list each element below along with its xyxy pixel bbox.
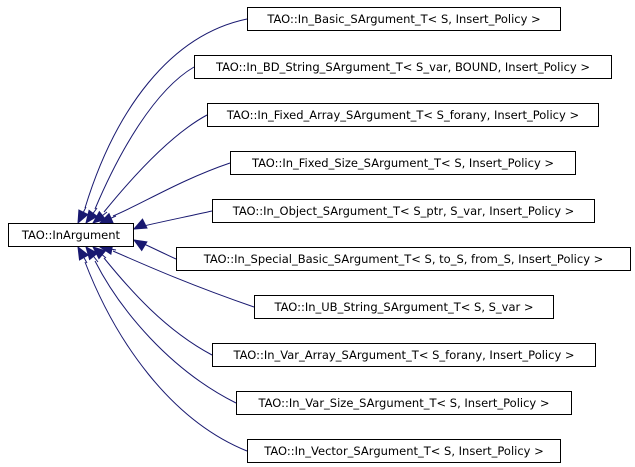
inheritance-edge: [94, 66, 195, 210]
derived-class-node[interactable]: TAO::In_Fixed_Array_SArgument_T< S_foran…: [207, 103, 599, 127]
derived-class-node[interactable]: TAO::In_Vector_SArgument_T< S, Insert_Po…: [247, 439, 561, 463]
inheritance-edge-tail: [83, 257, 88, 264]
inheritance-edge: [84, 261, 248, 452]
derived-class-node[interactable]: TAO::In_BD_String_SArgument_T< S_var, BO…: [194, 55, 612, 79]
inheritance-edge-tail: [102, 211, 108, 216]
inheritance-edge: [112, 250, 255, 308]
derived-class-node[interactable]: TAO::In_Special_Basic_SArgument_T< S, to…: [176, 247, 631, 271]
inheritance-edge: [143, 243, 177, 260]
inheritance-arrowhead: [98, 212, 114, 224]
inheritance-edge: [84, 18, 248, 209]
inheritance-edge-tail: [82, 206, 87, 213]
derived-class-node[interactable]: TAO::In_UB_String_SArgument_T< S, S_var …: [254, 295, 554, 319]
base-class-node[interactable]: TAO::InArgument: [8, 223, 134, 247]
inheritance-arrowhead: [132, 218, 148, 230]
inheritance-edge-tail: [101, 254, 107, 259]
inheritance-edge: [94, 260, 237, 404]
inheritance-edge-tail: [93, 256, 99, 263]
inheritance-edge: [103, 114, 208, 213]
derived-class-node[interactable]: TAO::In_Var_Array_SArgument_T< S_forany,…: [212, 343, 596, 367]
derived-class-node[interactable]: TAO::In_Var_Size_SArgument_T< S, Insert_…: [236, 391, 572, 415]
inheritance-edge-tail: [111, 248, 117, 251]
derived-class-node[interactable]: TAO::In_Object_SArgument_T< S_ptr, S_var…: [212, 199, 595, 223]
inheritance-edge-tail: [110, 215, 117, 219]
derived-class-node[interactable]: TAO::In_Fixed_Size_SArgument_T< S, Inser…: [230, 151, 576, 175]
inheritance-arrowhead: [132, 239, 148, 252]
inheritance-edge-tail: [92, 207, 98, 214]
inheritance-edge: [103, 257, 213, 356]
inheritance-edge: [143, 210, 213, 227]
inheritance-arrowhead: [85, 209, 99, 225]
derived-class-node[interactable]: TAO::In_Basic_SArgument_T< S, Insert_Pol…: [247, 7, 561, 31]
inheritance-edge: [112, 162, 231, 217]
